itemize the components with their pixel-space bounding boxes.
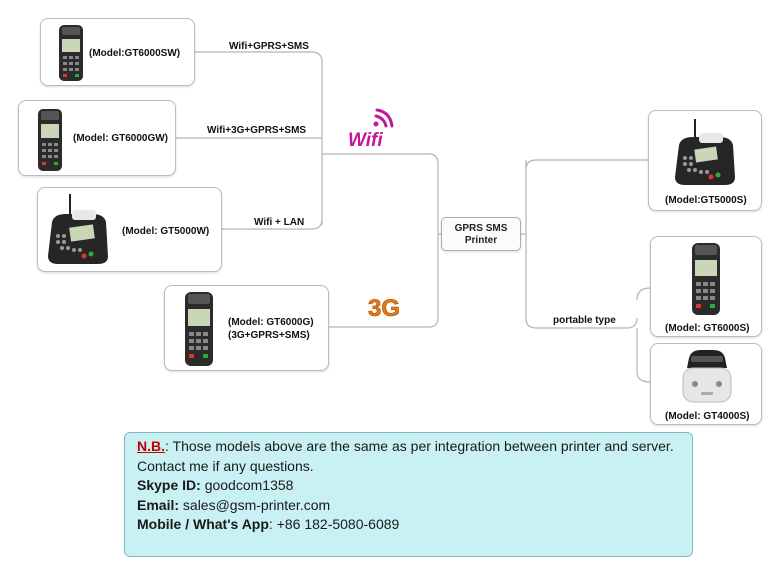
- model-sublabel: (3G+GPRS+SMS): [228, 330, 310, 341]
- nb-text: : Those models above are the same as per…: [165, 438, 674, 454]
- model-node-gt6000s: (Model: GT6000S): [650, 236, 762, 337]
- model-label: (Model:GT5000S): [665, 195, 747, 206]
- branch-label-portable-type: portable type: [553, 315, 616, 326]
- model-node-gt6000sw: (Model:GT6000SW): [40, 18, 195, 86]
- note-email-line: Email: sales@gsm-printer.com: [137, 496, 680, 516]
- note-contact-line: Contact me if any questions.: [137, 457, 314, 474]
- email-value: sales@gsm-printer.com: [179, 496, 331, 513]
- model-node-gt5000w: (Model: GT5000W): [37, 187, 222, 272]
- mobile-value: : +86 182-5080-6089: [268, 516, 400, 533]
- model-label: (Model: GT6000S): [665, 323, 750, 334]
- note-skype-line: Skype ID: goodcom1358: [137, 476, 680, 496]
- center-node-gprs-sms-printer: GPRS SMS Printer: [441, 217, 521, 251]
- model-label: (Model: GT6000GW): [73, 133, 169, 144]
- gt6000gw-device-image: [38, 109, 62, 171]
- branch-label-wifi-lan: Wifi + LAN: [254, 217, 305, 228]
- wifi-logo: Wifi: [348, 108, 394, 150]
- branch-label-wifi-3g-gprs-sms: Wifi+3G+GPRS+SMS: [207, 125, 307, 136]
- gt5000w-device-image: [48, 194, 108, 264]
- branch-label-wifi-gprs-sms: Wifi+GPRS+SMS: [229, 41, 309, 52]
- model-label: (Model: GT4000S): [665, 411, 750, 422]
- gt4000s-device-image: [682, 350, 732, 403]
- model-label: (Model:GT6000SW): [89, 48, 181, 59]
- model-label: (Model: GT6000G): [228, 317, 314, 328]
- note-mobile-line: Mobile / What's App: +86 182-5080-6089: [137, 515, 680, 535]
- model-node-gt5000s: (Model:GT5000S): [648, 110, 762, 211]
- center-title-line2: Printer: [464, 235, 498, 246]
- gt6000sw-device-image: [59, 25, 83, 81]
- contact-note-box: N.B.: Those models above are the same as…: [124, 432, 693, 557]
- nb-label: N.B.: [137, 438, 165, 454]
- gt6000s-device-image: [692, 243, 720, 315]
- model-label: (Model: GT5000W): [122, 226, 210, 237]
- note-nb-line: N.B.: Those models above are the same as…: [137, 437, 680, 457]
- mobile-label: Mobile / What's App: [137, 516, 269, 533]
- model-node-gt6000g: (Model: GT6000G) (3G+GPRS+SMS): [164, 285, 329, 371]
- center-title-line1: GPRS SMS: [454, 223, 508, 234]
- 3g-logo: 3G: [368, 295, 401, 322]
- gt5000s-device-image: [675, 119, 735, 185]
- email-label: Email:: [137, 496, 180, 513]
- model-node-gt6000gw: (Model: GT6000GW): [18, 100, 176, 176]
- 3g-logo-text: 3G: [368, 295, 400, 322]
- wifi-logo-text: Wifi: [348, 130, 383, 150]
- gt6000g-device-image: [185, 292, 213, 366]
- model-node-gt4000s: (Model: GT4000S): [650, 343, 762, 425]
- skype-value: goodcom1358: [200, 477, 294, 494]
- skype-label: Skype ID:: [137, 477, 201, 494]
